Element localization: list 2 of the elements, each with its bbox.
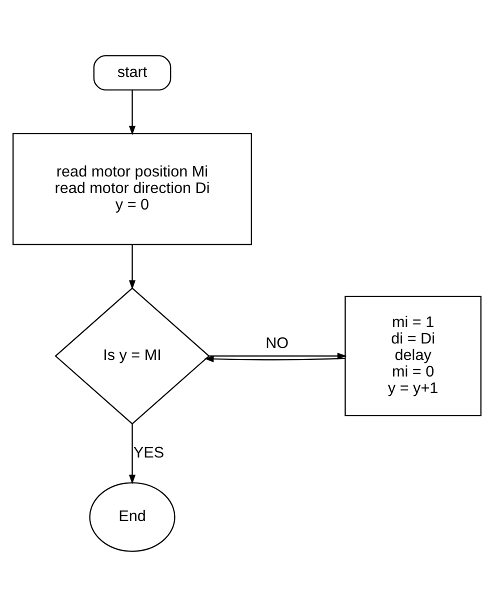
edge-label: YES (133, 444, 164, 461)
edge-label: NO (266, 334, 289, 352)
